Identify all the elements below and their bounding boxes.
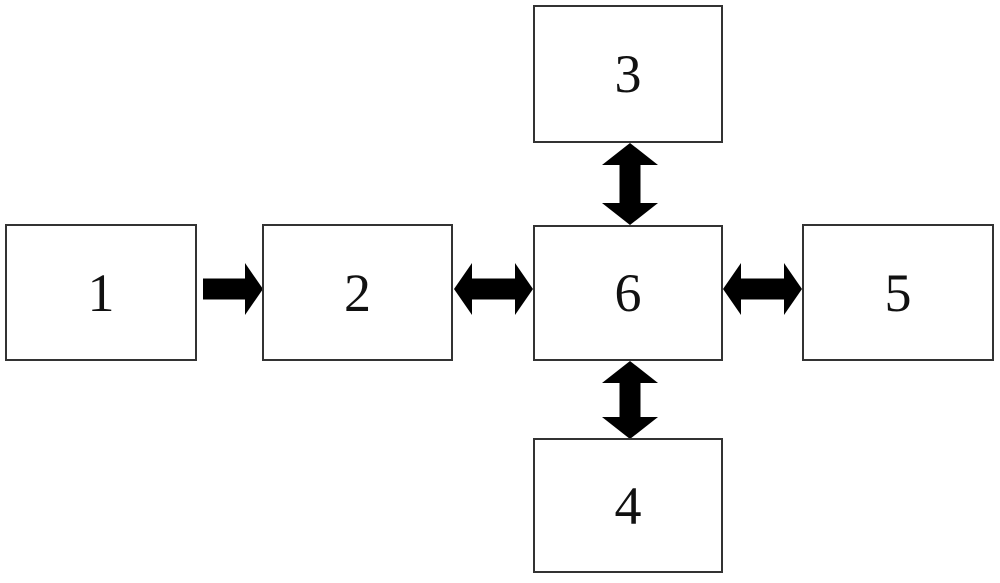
block-2-label: 2 <box>344 262 371 323</box>
arrow-3-to-6-arrow-icon <box>602 143 658 225</box>
arrow-6-to-4-arrow-icon <box>602 361 658 439</box>
block-5-label: 5 <box>884 262 912 323</box>
arrow-6-to-5-connector <box>723 263 802 315</box>
block-1-label: 1 <box>87 262 115 323</box>
arrow-1-to-2-connector <box>203 263 263 315</box>
block-1[interactable]: 1 <box>5 224 197 361</box>
arrow-2-to-6-connector <box>454 263 533 315</box>
block-2[interactable]: 2 <box>262 224 453 361</box>
arrow-2-to-6-arrow-icon <box>454 263 533 315</box>
arrow-6-to-5-arrow-icon <box>723 263 802 315</box>
block-4-label: 4 <box>614 475 642 536</box>
arrow-3-to-6-connector <box>602 143 658 225</box>
block-6-label: 6 <box>614 263 642 323</box>
block-4[interactable]: 4 <box>533 438 723 573</box>
arrow-6-to-4-connector <box>602 361 658 439</box>
arrow-1-to-2-arrow-icon <box>203 263 263 315</box>
block-3[interactable]: 3 <box>533 5 723 143</box>
block-3-label: 3 <box>614 44 642 104</box>
block-5[interactable]: 5 <box>802 224 994 361</box>
block-6[interactable]: 6 <box>533 225 723 361</box>
